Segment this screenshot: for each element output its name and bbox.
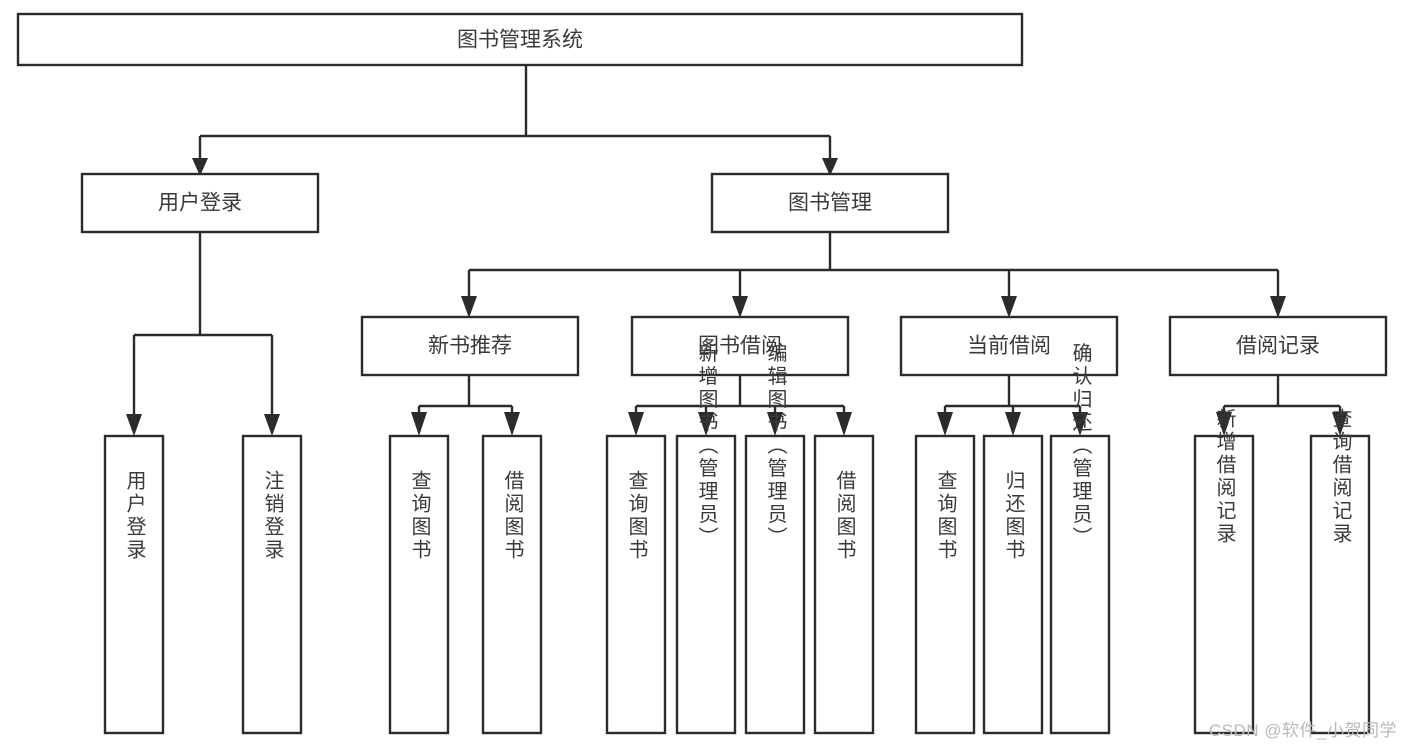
arrow-head-leaf-user-login [126, 414, 142, 436]
leaf-nb-query-book[interactable]: 查询图书 [388, 434, 450, 735]
node-user-login-box[interactable] [80, 172, 320, 234]
arrow-head-book-borrow [732, 296, 748, 318]
leaf-nb-query-book-label: 查询图书 [408, 470, 431, 562]
node-root[interactable]: 图书管理系统 [16, 12, 1024, 67]
leaf-br-query-record[interactable]: 查询借阅记录 [1309, 408, 1371, 735]
arrow-head-bb-leaf2 [698, 412, 714, 436]
leaf-logout-label: 注销登录 [261, 470, 284, 562]
leaf-nb-borrow-book[interactable]: 借阅图书 [481, 434, 543, 735]
node-current-borrow-label: 当前借阅 [967, 335, 1051, 358]
leaf-bb-query-book[interactable]: 查询图书 [605, 434, 667, 735]
leaf-br-add-record-label: 新增借阅记录 [1213, 408, 1236, 546]
node-borrow-record[interactable]: 借阅记录 [1168, 315, 1388, 377]
watermark: CSDN @软件_小贺同学 [1208, 721, 1397, 740]
leaf-cb-query-book-label: 查询图书 [934, 470, 957, 562]
leaf-bb-edit-book-box[interactable] [744, 434, 806, 735]
node-borrow-record-box[interactable] [1168, 315, 1388, 377]
node-book-manage-label: 图书管理 [788, 192, 872, 215]
leaf-br-add-record[interactable]: 新增借阅记录 [1193, 408, 1255, 735]
node-book-borrow[interactable]: 图书借阅 [630, 315, 850, 377]
leaf-bb-borrow-book-label: 借阅图书 [833, 470, 856, 562]
arrow-head-borrow-record [1270, 296, 1286, 318]
leaf-cb-return-book[interactable]: 归还图书 [982, 434, 1044, 735]
node-root-box[interactable] [16, 12, 1024, 67]
node-new-book-recommend-box[interactable] [360, 315, 580, 377]
node-book-borrow-box[interactable] [630, 315, 850, 377]
arrow-head-cb-leaf1 [937, 412, 953, 436]
arrow-head-user-login [192, 158, 208, 176]
arrow-head-leaf-logout [264, 414, 280, 436]
leaf-cb-confirm-return-label: 确认归还（管理员） [1069, 342, 1092, 549]
arrow-head-book-manage [822, 158, 838, 176]
leaf-logout[interactable]: 注销登录 [241, 434, 303, 735]
leaf-cb-return-book-box[interactable] [982, 434, 1044, 735]
leaf-bb-edit-book[interactable]: 编辑图书（管理员） [744, 342, 806, 735]
leaf-cb-confirm-return-box[interactable] [1049, 434, 1111, 735]
arrow-head-bb-leaf4 [836, 412, 852, 436]
leaf-cb-confirm-return[interactable]: 确认归还（管理员） [1049, 342, 1111, 735]
arrow-head-br-leaf1 [1216, 412, 1232, 436]
arrow-head-cb-leaf3 [1072, 412, 1088, 436]
arrow-head-nb-leaf1 [411, 412, 427, 436]
leaf-bb-query-book-label: 查询图书 [625, 470, 648, 562]
node-book-manage[interactable]: 图书管理 [710, 172, 950, 234]
leaf-bb-edit-book-label: 编辑图书（管理员） [764, 342, 787, 549]
node-book-manage-box[interactable] [710, 172, 950, 234]
leaf-user-login-box[interactable] [103, 434, 165, 735]
leaf-br-query-record-box[interactable] [1309, 434, 1371, 735]
node-new-book-recommend-label: 新书推荐 [428, 335, 512, 358]
node-current-borrow[interactable]: 当前借阅 [899, 315, 1119, 377]
arrow-head-cb-leaf2 [1005, 412, 1021, 436]
node-root-label: 图书管理系统 [457, 29, 583, 52]
node-book-borrow-label: 图书借阅 [698, 335, 782, 358]
leaf-br-query-record-label: 查询借阅记录 [1329, 408, 1352, 546]
connector-layer [126, 65, 1348, 436]
leaf-cb-return-book-label: 归还图书 [1002, 470, 1025, 562]
leaf-bb-borrow-book[interactable]: 借阅图书 [813, 434, 875, 735]
leaf-bb-query-book-box[interactable] [605, 434, 667, 735]
leaf-bb-add-book-box[interactable] [675, 434, 737, 735]
leaf-nb-query-book-box[interactable] [388, 434, 450, 735]
arrow-head-bb-leaf1 [628, 412, 644, 436]
leaf-nb-borrow-book-label: 借阅图书 [501, 470, 524, 562]
arrow-head-new-book [461, 296, 477, 318]
node-user-login[interactable]: 用户登录 [80, 172, 320, 234]
leaf-bb-add-book-label: 新增图书（管理员） [695, 342, 718, 549]
leaf-cb-query-book[interactable]: 查询图书 [914, 434, 976, 735]
node-new-book-recommend[interactable]: 新书推荐 [360, 315, 580, 377]
node-user-login-label: 用户登录 [158, 192, 242, 215]
arrow-head-bb-leaf3 [767, 412, 783, 436]
leaf-nb-borrow-book-box[interactable] [481, 434, 543, 735]
arrow-head-current-borrow [1001, 296, 1017, 318]
node-current-borrow-box[interactable] [899, 315, 1119, 377]
leaf-bb-borrow-book-box[interactable] [813, 434, 875, 735]
arrow-head-br-leaf2 [1332, 412, 1348, 436]
leaf-br-add-record-box[interactable] [1193, 434, 1255, 735]
leaf-logout-box[interactable] [241, 434, 303, 735]
arrow-head-nb-leaf2 [504, 412, 520, 436]
node-borrow-record-label: 借阅记录 [1236, 335, 1320, 358]
leaf-cb-query-book-box[interactable] [914, 434, 976, 735]
leaf-user-login-label: 用户登录 [123, 470, 146, 562]
leaf-user-login[interactable]: 用户登录 [103, 434, 165, 735]
leaf-bb-add-book[interactable]: 新增图书（管理员） [675, 342, 737, 735]
